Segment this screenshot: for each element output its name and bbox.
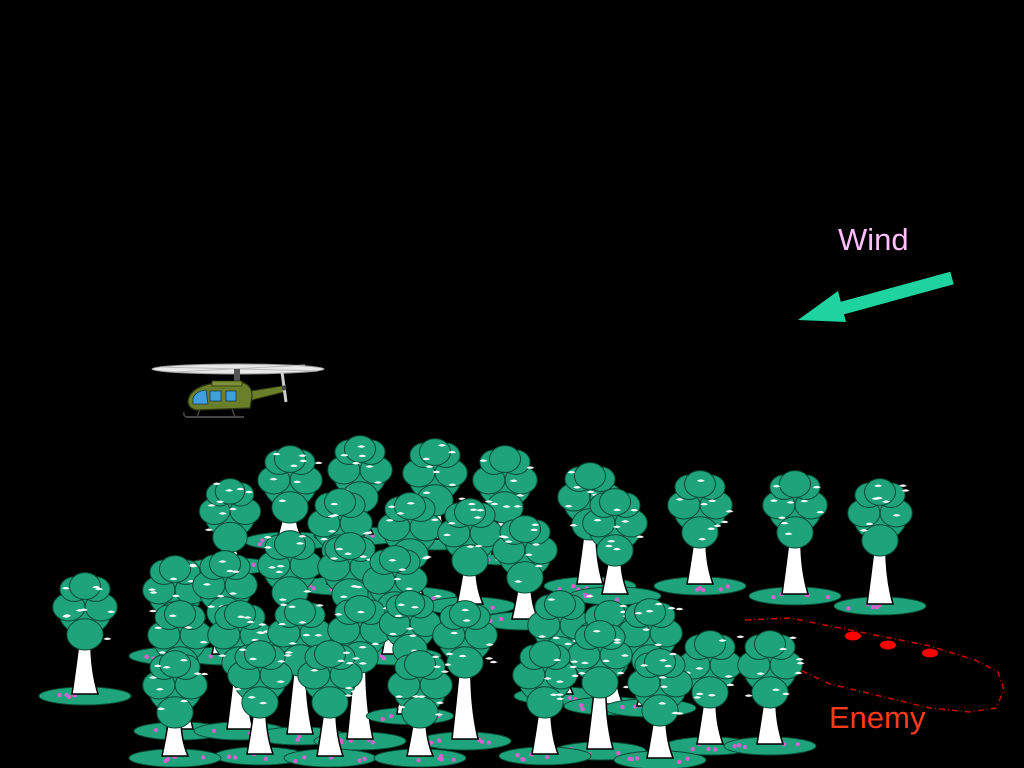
enemy-marker[interactable] (880, 640, 896, 650)
tree (373, 650, 467, 768)
tree (38, 572, 132, 706)
enemy-marker[interactable] (845, 631, 861, 641)
tree (663, 630, 757, 756)
tree (613, 648, 707, 768)
tree (498, 640, 592, 766)
tree (283, 640, 377, 768)
tree (833, 478, 927, 616)
enemy-marker[interactable] (922, 648, 938, 658)
tree (243, 445, 337, 551)
tree (653, 470, 747, 596)
tree (418, 600, 512, 751)
cockpit-window (192, 389, 209, 405)
tree (185, 478, 275, 576)
enemy-label: Enemy (829, 700, 926, 735)
tree (568, 488, 662, 606)
tree (723, 630, 817, 756)
wind-arrow (798, 271, 954, 322)
tree (213, 640, 307, 766)
tree (748, 470, 842, 606)
enemy-zone-outline (744, 617, 1005, 713)
tree (128, 650, 222, 768)
helicopter[interactable] (151, 363, 325, 418)
wind-label: Wind (838, 222, 909, 257)
